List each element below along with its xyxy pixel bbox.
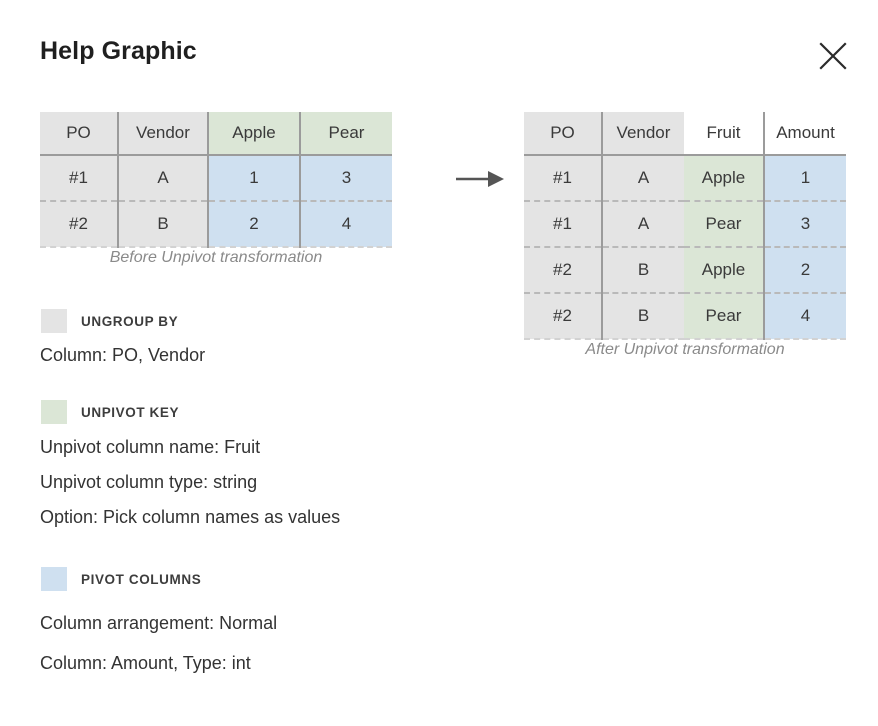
legend-group-unpivot-key: UNPIVOT KEY (41, 400, 179, 424)
table-row: #1 A Apple 1 (524, 155, 846, 201)
cell-amount: 3 (763, 200, 846, 247)
legend-swatch-unpivot-key (41, 400, 67, 424)
cell-po: #2 (524, 292, 602, 340)
cell-po: #1 (524, 155, 602, 201)
cell-po: #1 (40, 155, 118, 201)
after-unpivot-table: PO Vendor Fruit Amount #1 A Apple 1 #1 A… (524, 112, 846, 340)
cell-apple: 1 (207, 155, 300, 201)
cell-vendor: A (601, 200, 684, 247)
table-header-row: PO Vendor Apple Pear (40, 112, 392, 156)
before-unpivot-table: PO Vendor Apple Pear #1 A 1 3 #2 B 2 4 (40, 112, 392, 248)
table-row: #2 B Pear 4 (524, 292, 846, 340)
cell-po: #1 (524, 200, 602, 247)
cell-po: #2 (524, 246, 602, 293)
table-row: #1 A Pear 3 (524, 200, 846, 247)
cell-amount: 1 (763, 155, 846, 201)
table-row: #1 A 1 3 (40, 155, 392, 201)
column-header-vendor: Vendor (601, 112, 684, 156)
close-button[interactable] (816, 39, 850, 73)
detail-pivot-column-type: Column: Amount, Type: int (40, 653, 251, 673)
detail-ungroup-by-column: Column: PO, Vendor (40, 345, 206, 365)
legend-group-pivot-columns: PIVOT COLUMNS (41, 567, 201, 591)
cell-vendor: B (601, 292, 684, 340)
cell-pear: 4 (299, 200, 392, 248)
legend-group-ungroup-by: UNGROUP BY (41, 309, 178, 333)
page-title: Help Graphic (40, 37, 197, 65)
column-header-pear: Pear (299, 112, 392, 156)
arrow-right-icon (456, 171, 504, 187)
column-header-fruit: Fruit (684, 112, 764, 156)
detail-column-arrangement: Column arrangement: Normal (40, 613, 278, 633)
column-header-vendor: Vendor (117, 112, 208, 156)
table-row: #2 B Apple 2 (524, 246, 846, 293)
table-header-row: PO Vendor Fruit Amount (524, 112, 846, 156)
column-header-po: PO (524, 112, 602, 156)
before-table-caption: Before Unpivot transformation (109, 249, 323, 266)
cell-fruit: Pear (684, 200, 764, 247)
legend-title-unpivot-key: UNPIVOT KEY (81, 404, 180, 420)
cell-vendor: B (117, 200, 208, 248)
cell-fruit: Apple (684, 246, 764, 293)
cell-po: #2 (40, 200, 118, 248)
detail-unpivot-option: Option: Pick column names as values (40, 507, 341, 527)
detail-unpivot-column-type: Unpivot column type: string (40, 472, 258, 492)
cell-amount: 2 (763, 246, 846, 293)
cell-fruit: Apple (684, 155, 764, 201)
table-row: #2 B 2 4 (40, 200, 392, 248)
detail-unpivot-column-name: Unpivot column name: Fruit (40, 437, 261, 457)
legend-swatch-pivot-columns (41, 567, 67, 591)
legend-swatch-ungroup-by (41, 309, 67, 333)
column-header-po: PO (40, 112, 118, 156)
cell-apple: 2 (207, 200, 300, 248)
column-header-amount: Amount (763, 112, 846, 156)
after-table-caption: After Unpivot transformation (585, 341, 785, 358)
cell-vendor: B (601, 246, 684, 293)
legend-title-ungroup-by: UNGROUP BY (81, 313, 179, 329)
close-icon (819, 42, 847, 70)
cell-vendor: A (601, 155, 684, 201)
cell-vendor: A (117, 155, 208, 201)
cell-fruit: Pear (684, 292, 764, 340)
column-header-apple: Apple (207, 112, 300, 156)
cell-amount: 4 (763, 292, 846, 340)
cell-pear: 3 (299, 155, 392, 201)
legend-title-pivot-columns: PIVOT COLUMNS (81, 571, 202, 587)
